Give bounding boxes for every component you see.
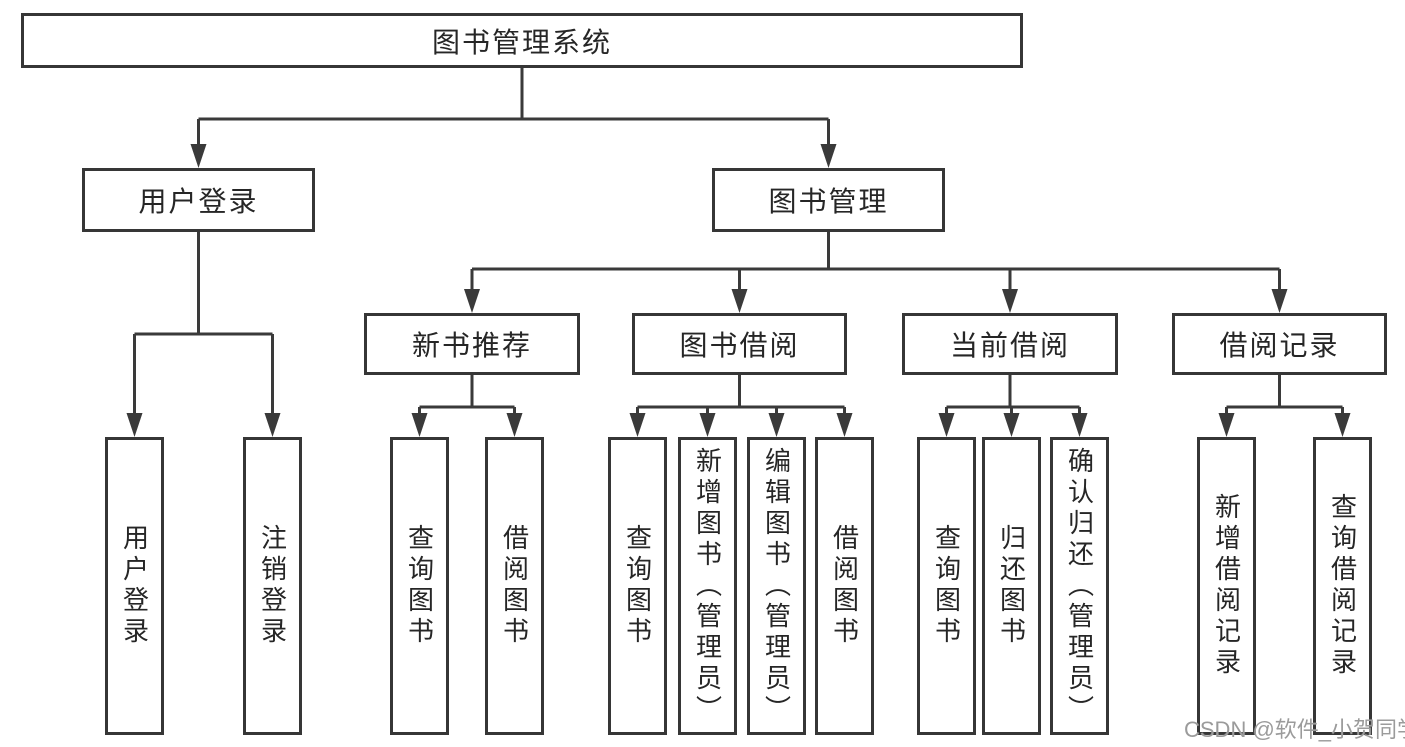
leaf-add-book-admin-label: 新增图书（管理员） [692, 446, 723, 726]
leaf-query-books-recommend-label: 查询图书 [404, 524, 435, 648]
arrow-icon [464, 289, 480, 313]
arrow-icon [126, 413, 143, 437]
node-borrow-records: 借阅记录 [1172, 313, 1387, 375]
arrow-icon [768, 413, 785, 437]
arrow-icon [190, 144, 207, 168]
leaf-logout: 注销登录 [243, 437, 302, 735]
leaf-query-books-current: 查询图书 [917, 437, 976, 735]
leaf-return-books-label: 归还图书 [996, 524, 1027, 648]
node-root: 图书管理系统 [21, 13, 1023, 68]
leaf-confirm-return-admin: 确认归还（管理员） [1050, 437, 1109, 735]
leaf-borrow-books-recommend-label: 借阅图书 [499, 524, 530, 648]
node-user-login: 用户登录 [82, 168, 315, 232]
leaf-user-login-label: 用户登录 [119, 524, 150, 648]
node-current-borrow-label: 当前借阅 [949, 330, 1070, 361]
arrow-icon [699, 413, 716, 437]
leaf-edit-book-admin-label: 编辑图书（管理员） [761, 446, 792, 726]
leaf-borrow-books: 借阅图书 [815, 437, 874, 735]
leaf-user-login: 用户登录 [105, 437, 164, 735]
arrow-icon [1071, 413, 1088, 437]
arrow-icon [629, 413, 646, 437]
leaf-logout-label: 注销登录 [257, 524, 288, 648]
arrow-icon [938, 413, 955, 437]
leaf-query-borrow-record: 查询借阅记录 [1313, 437, 1372, 735]
branch-lines [133, 68, 1344, 419]
leaf-query-borrow-record-label: 查询借阅记录 [1327, 493, 1358, 679]
node-book-borrow: 图书借阅 [632, 313, 847, 375]
node-root-label: 图书管理系统 [431, 26, 612, 58]
node-user-login-label: 用户登录 [138, 186, 259, 217]
node-current-borrow: 当前借阅 [902, 313, 1118, 375]
leaf-borrow-books-recommend: 借阅图书 [485, 437, 544, 735]
leaf-query-books-recommend: 查询图书 [390, 437, 449, 735]
node-new-book-recommend-label: 新书推荐 [411, 330, 532, 361]
node-book-management-label: 图书管理 [768, 186, 889, 217]
arrow-icon [1334, 413, 1351, 437]
leaf-query-books-current-label: 查询图书 [931, 524, 962, 648]
arrow-icon [820, 144, 837, 168]
arrow-icon [1002, 289, 1018, 313]
arrow-icon [1218, 413, 1235, 437]
arrow-icon [1271, 289, 1288, 313]
arrow-icon [1003, 413, 1020, 437]
arrowheads [126, 144, 1351, 437]
arrow-icon [731, 289, 748, 313]
leaf-add-book-admin: 新增图书（管理员） [678, 437, 737, 735]
leaf-return-books: 归还图书 [982, 437, 1041, 735]
csdn-watermark: CSDN @软件_小贺同学 [1184, 717, 1405, 742]
leaf-confirm-return-admin-label: 确认归还（管理员） [1064, 446, 1095, 726]
arrow-icon [836, 413, 853, 437]
leaf-borrow-books-label: 借阅图书 [829, 524, 860, 648]
leaf-query-books-borrow: 查询图书 [608, 437, 667, 735]
node-borrow-records-label: 借阅记录 [1219, 330, 1340, 361]
node-book-management: 图书管理 [712, 168, 945, 232]
node-new-book-recommend: 新书推荐 [364, 313, 580, 375]
leaf-add-borrow-record: 新增借阅记录 [1197, 437, 1256, 735]
arrow-icon [506, 413, 523, 437]
arrow-icon [411, 413, 428, 437]
node-book-borrow-label: 图书借阅 [679, 330, 800, 361]
arrow-icon [264, 413, 281, 437]
leaf-edit-book-admin: 编辑图书（管理员） [747, 437, 806, 735]
leaf-add-borrow-record-label: 新增借阅记录 [1211, 493, 1242, 679]
leaf-query-books-borrow-label: 查询图书 [622, 524, 653, 648]
